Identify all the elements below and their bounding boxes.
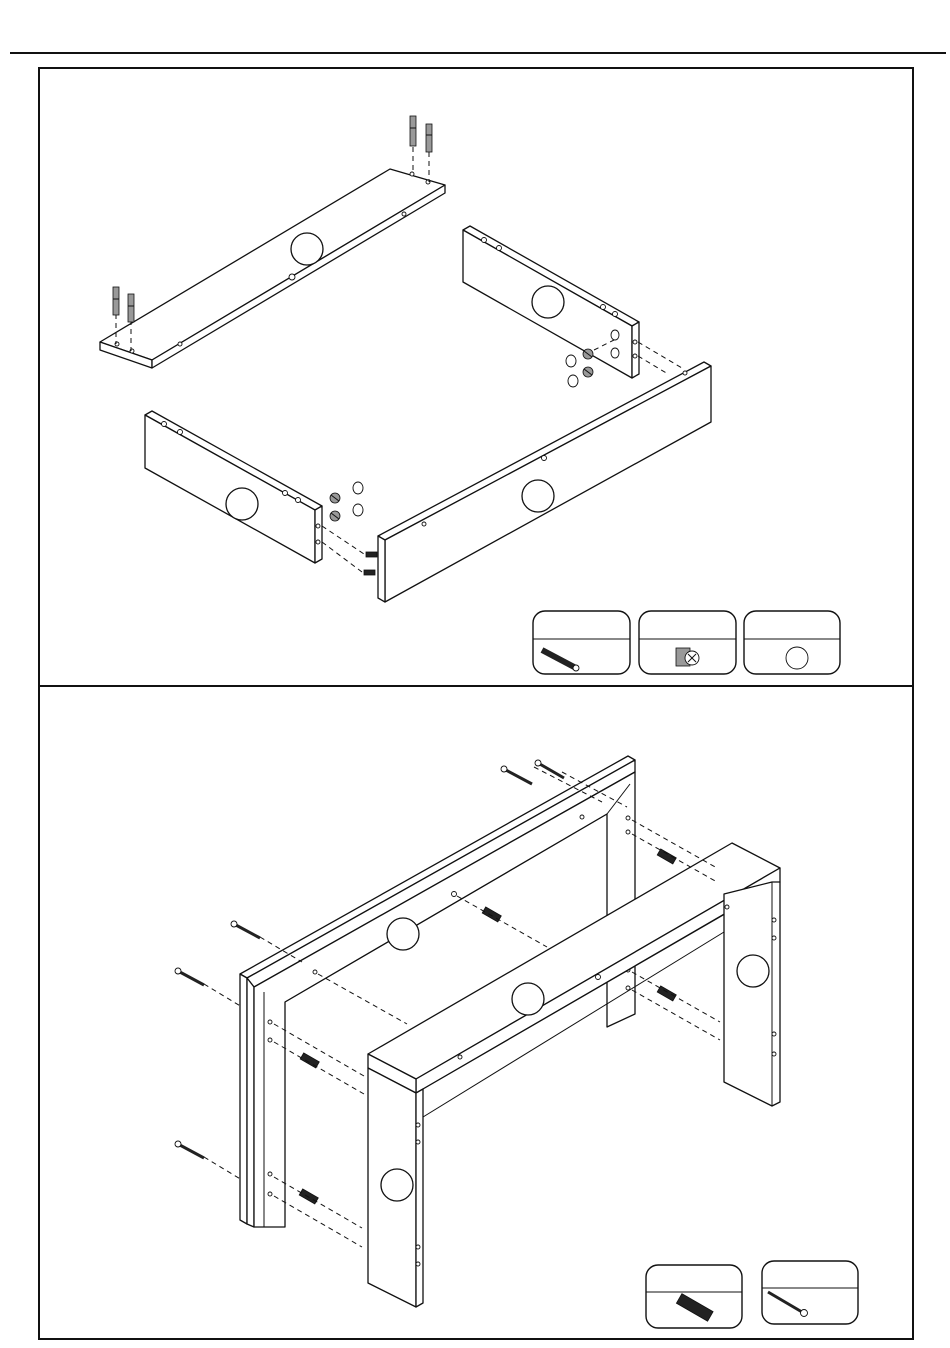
cam-lock-icon bbox=[330, 482, 363, 521]
step-2-drawing bbox=[40, 687, 916, 1342]
step-2-panel bbox=[38, 685, 914, 1340]
part-tag bbox=[291, 233, 323, 265]
front-long-board bbox=[378, 362, 711, 602]
step-1-panel bbox=[38, 67, 914, 687]
part-tag bbox=[226, 488, 258, 520]
dowel-icon bbox=[322, 526, 377, 575]
header-rule bbox=[10, 52, 946, 54]
left-side-panel bbox=[145, 411, 322, 563]
right-side-panel bbox=[463, 226, 639, 378]
part-legend-wood-screw bbox=[762, 1261, 858, 1324]
part-tag bbox=[512, 983, 544, 1015]
part-legend-cover-cap bbox=[744, 611, 840, 674]
top-long-board bbox=[100, 169, 445, 368]
step-1-drawing bbox=[40, 69, 916, 689]
part-tag bbox=[387, 918, 419, 950]
part-legend-dowel bbox=[646, 1265, 742, 1328]
part-tag bbox=[737, 955, 769, 987]
part-tag bbox=[532, 286, 564, 318]
part-tag bbox=[381, 1169, 413, 1201]
part-legend-dowel bbox=[533, 611, 630, 674]
part-legend-cam-lock bbox=[639, 611, 736, 674]
part-tag bbox=[522, 480, 554, 512]
